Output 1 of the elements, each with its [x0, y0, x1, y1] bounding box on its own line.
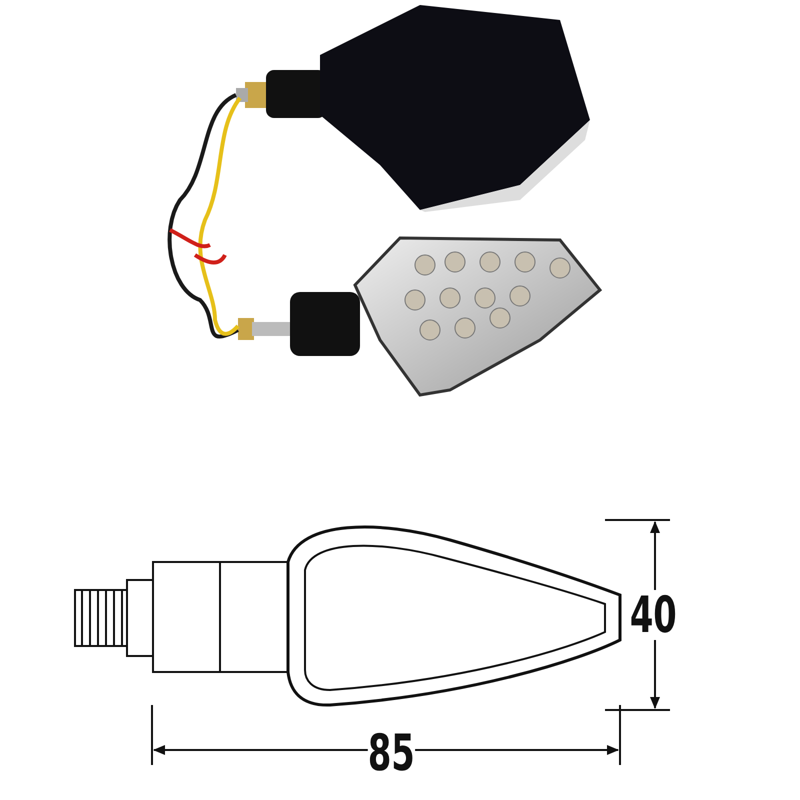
dimension-label: 40	[630, 590, 677, 640]
